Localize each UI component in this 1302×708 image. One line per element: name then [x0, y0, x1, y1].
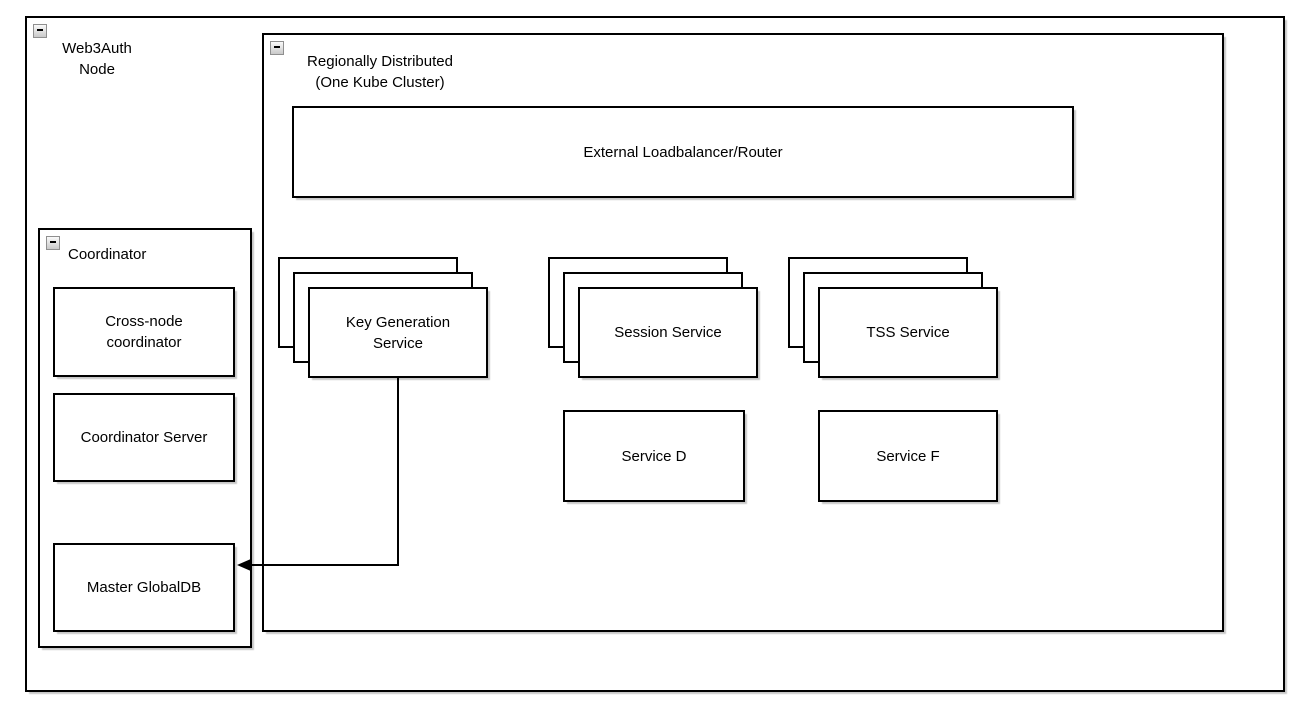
minus-icon: [50, 241, 56, 243]
node-external-loadbalancer-label: External Loadbalancer/Router: [583, 143, 783, 161]
group-coordinator-label: Coordinator: [68, 246, 147, 263]
node-tss-service[interactable]: TSS Service: [818, 287, 998, 378]
group-regionally-distributed-label: Regionally Distributed (One Kube Cluster…: [307, 53, 453, 91]
minus-icon: [274, 46, 280, 48]
node-session-service-label: Session Service: [614, 324, 722, 341]
node-service-d[interactable]: Service D: [563, 410, 745, 502]
node-session-service[interactable]: Session Service: [578, 287, 758, 378]
node-master-globaldb[interactable]: Master GlobalDB: [53, 543, 235, 632]
node-coordinator-server-label: Coordinator Server: [80, 429, 208, 446]
node-service-f[interactable]: Service F: [818, 410, 998, 502]
node-service-d-label: Service D: [621, 447, 687, 465]
minus-icon: [37, 29, 43, 31]
node-key-generation-service-label: Key Generation Service: [345, 313, 451, 352]
node-service-f-label: Service F: [876, 447, 940, 465]
collapse-icon[interactable]: [270, 41, 284, 55]
node-coordinator-server[interactable]: Coordinator Server: [53, 393, 235, 482]
node-external-loadbalancer[interactable]: External Loadbalancer/Router: [292, 106, 1074, 198]
node-master-globaldb-label: Master GlobalDB: [86, 579, 202, 596]
collapse-icon[interactable]: [33, 24, 47, 38]
node-cross-node-coordinator[interactable]: Cross-node coordinator: [53, 287, 235, 377]
node-tss-service-label: TSS Service: [866, 324, 950, 341]
group-web3auth-node-label: Web3Auth Node: [62, 40, 132, 78]
collapse-icon[interactable]: [46, 236, 60, 250]
node-cross-node-coordinator-label: Cross-node coordinator: [105, 313, 183, 351]
node-key-generation-service[interactable]: Key Generation Service: [308, 287, 488, 378]
